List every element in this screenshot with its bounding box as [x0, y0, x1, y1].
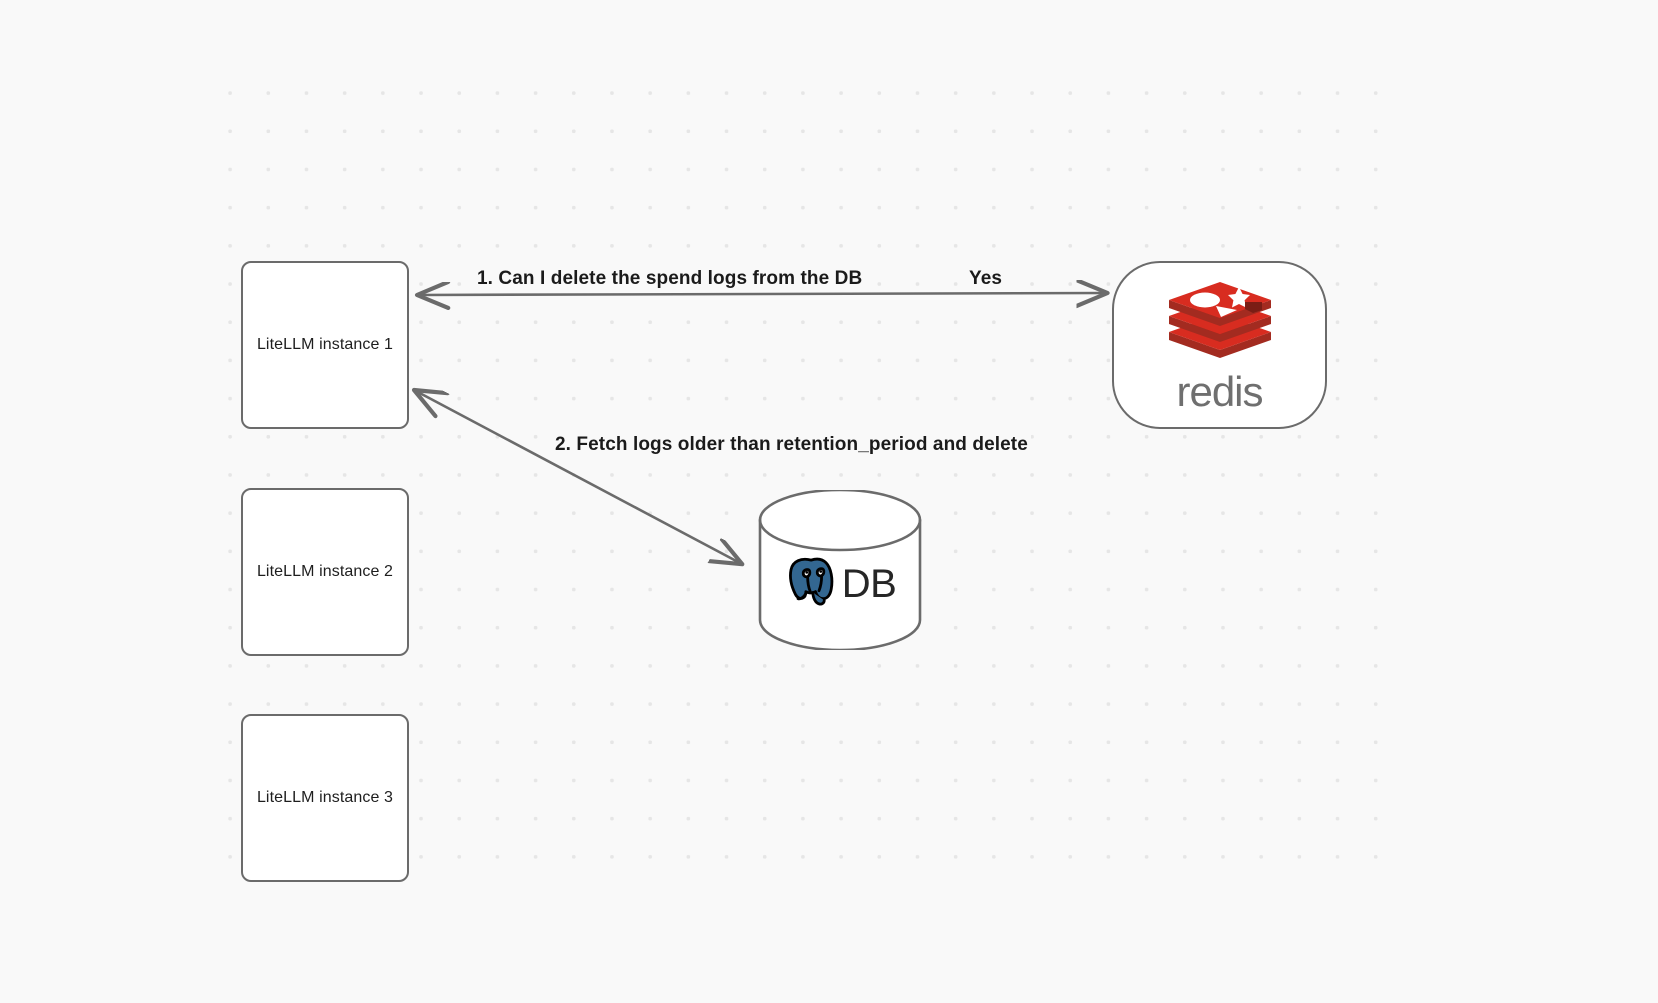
- redis-wordmark: redis: [1176, 367, 1263, 415]
- edge-label-step-1: 1. Can I delete the spend logs from the …: [474, 268, 866, 290]
- node-label: LiteLLM instance 3: [256, 789, 394, 806]
- edge-redis-litellm1[interactable]: [417, 293, 1105, 295]
- postgresql-elephant-icon: [784, 554, 840, 615]
- node-label: LiteLLM instance 1: [256, 336, 394, 353]
- edge-label-yes: Yes: [966, 268, 1006, 290]
- edge-line: [417, 293, 1105, 295]
- cylinder-shape: [758, 490, 922, 650]
- node-database[interactable]: DB: [754, 490, 926, 650]
- edge-label-step-2: 2. Fetch logs older than retention_perio…: [552, 434, 1031, 456]
- node-litellm-instance-3[interactable]: LiteLLM instance 3: [241, 714, 409, 882]
- edge-db-litellm1[interactable]: [414, 390, 740, 563]
- node-label: LiteLLM instance 2: [256, 563, 394, 580]
- node-redis[interactable]: redis: [1112, 261, 1327, 429]
- edge-line: [414, 390, 740, 563]
- redis-logo-icon: [1161, 280, 1279, 369]
- node-litellm-instance-2[interactable]: LiteLLM instance 2: [241, 488, 409, 656]
- node-litellm-instance-1[interactable]: LiteLLM instance 1: [241, 261, 409, 429]
- db-label: DB: [841, 561, 897, 606]
